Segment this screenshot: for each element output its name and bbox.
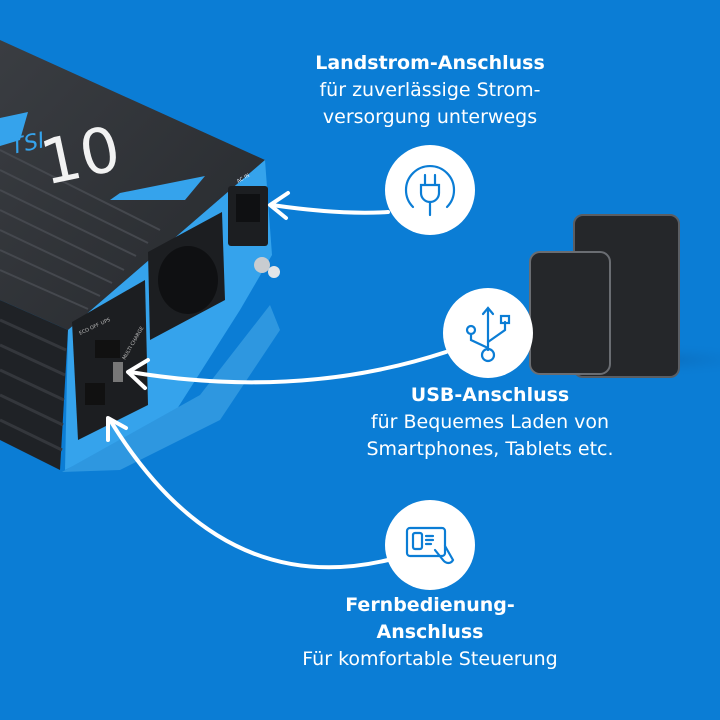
remote-control-icon xyxy=(405,526,455,565)
feature-line: versorgung unterwegs xyxy=(322,106,538,128)
feature-line: Für komfortable Steuerung xyxy=(302,648,558,670)
feature-title: Fernbedienung- xyxy=(345,594,515,616)
feature-line: Smartphones, Tablets etc. xyxy=(366,438,614,460)
panel-label-ups: UPS xyxy=(100,317,111,327)
devices-illustration xyxy=(529,214,680,378)
feature-shore-power: Landstrom-Anschluss für zuverlässige Str… xyxy=(280,50,580,131)
feature-remote: Fernbedienung- Anschluss Für komfortable… xyxy=(280,592,580,673)
panel-label-off: OFF xyxy=(89,322,100,332)
feature-title: Anschluss xyxy=(376,621,484,643)
usb-icon xyxy=(465,306,511,363)
logo-number: 10 xyxy=(34,112,126,200)
inverter-body: TSI 10 AC IN ECO OFF UPS MULTI CHARGE xyxy=(0,40,280,472)
remote-icon-badge xyxy=(385,500,475,590)
plug-icon-badge xyxy=(385,145,475,235)
plug-icon xyxy=(404,164,456,217)
feature-title: Landstrom-Anschluss xyxy=(315,52,545,74)
feature-line: für Bequemes Laden von xyxy=(370,411,610,433)
feature-title: USB-Anschluss xyxy=(410,384,570,406)
callout-arrows xyxy=(106,191,448,570)
feature-usb: USB-Anschluss für Bequemes Laden von Sma… xyxy=(330,382,650,463)
feature-line: für zuverlässige Strom- xyxy=(319,79,541,101)
usb-icon-badge xyxy=(443,288,533,378)
panel-label-eco: ECO xyxy=(78,327,90,337)
